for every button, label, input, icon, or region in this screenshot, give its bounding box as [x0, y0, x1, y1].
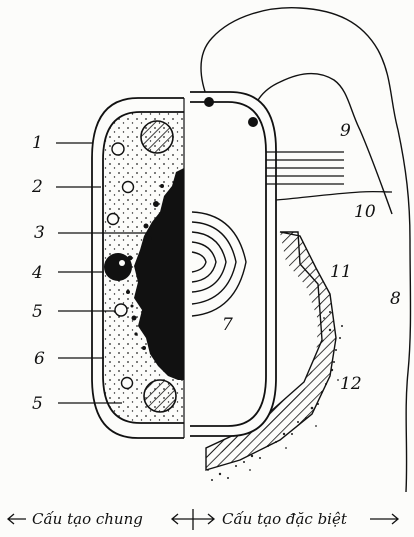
pili: [266, 152, 344, 184]
label-9: 9: [340, 121, 351, 141]
label-12: 12: [340, 374, 362, 394]
dark-inclusion-highlight: [119, 260, 125, 266]
label-3: 3: [34, 223, 45, 243]
basal-body: [204, 97, 214, 107]
cell-wall-right: [190, 92, 276, 436]
label-10: 10: [354, 202, 376, 222]
label-4: 4: [31, 263, 43, 283]
hatched-inclusion: [141, 121, 173, 153]
label-11: 11: [330, 262, 352, 282]
label-8: 8: [390, 289, 401, 309]
label-5-top: 5: [32, 302, 43, 322]
dark-inclusion: [104, 253, 132, 281]
sex-pilus: [276, 192, 392, 200]
label-1: 1: [32, 133, 43, 153]
label-2: 2: [31, 177, 43, 197]
caption-general-structure: Cấu tạo chung: [32, 510, 143, 528]
label-5-bottom: 5: [32, 394, 43, 414]
caption-special-structure: Cấu tạo đặc biệt: [222, 510, 348, 528]
label-7: 7: [222, 315, 233, 335]
basal-body: [248, 117, 258, 127]
hatched-inclusion: [144, 380, 176, 412]
label-6: 6: [34, 349, 45, 369]
